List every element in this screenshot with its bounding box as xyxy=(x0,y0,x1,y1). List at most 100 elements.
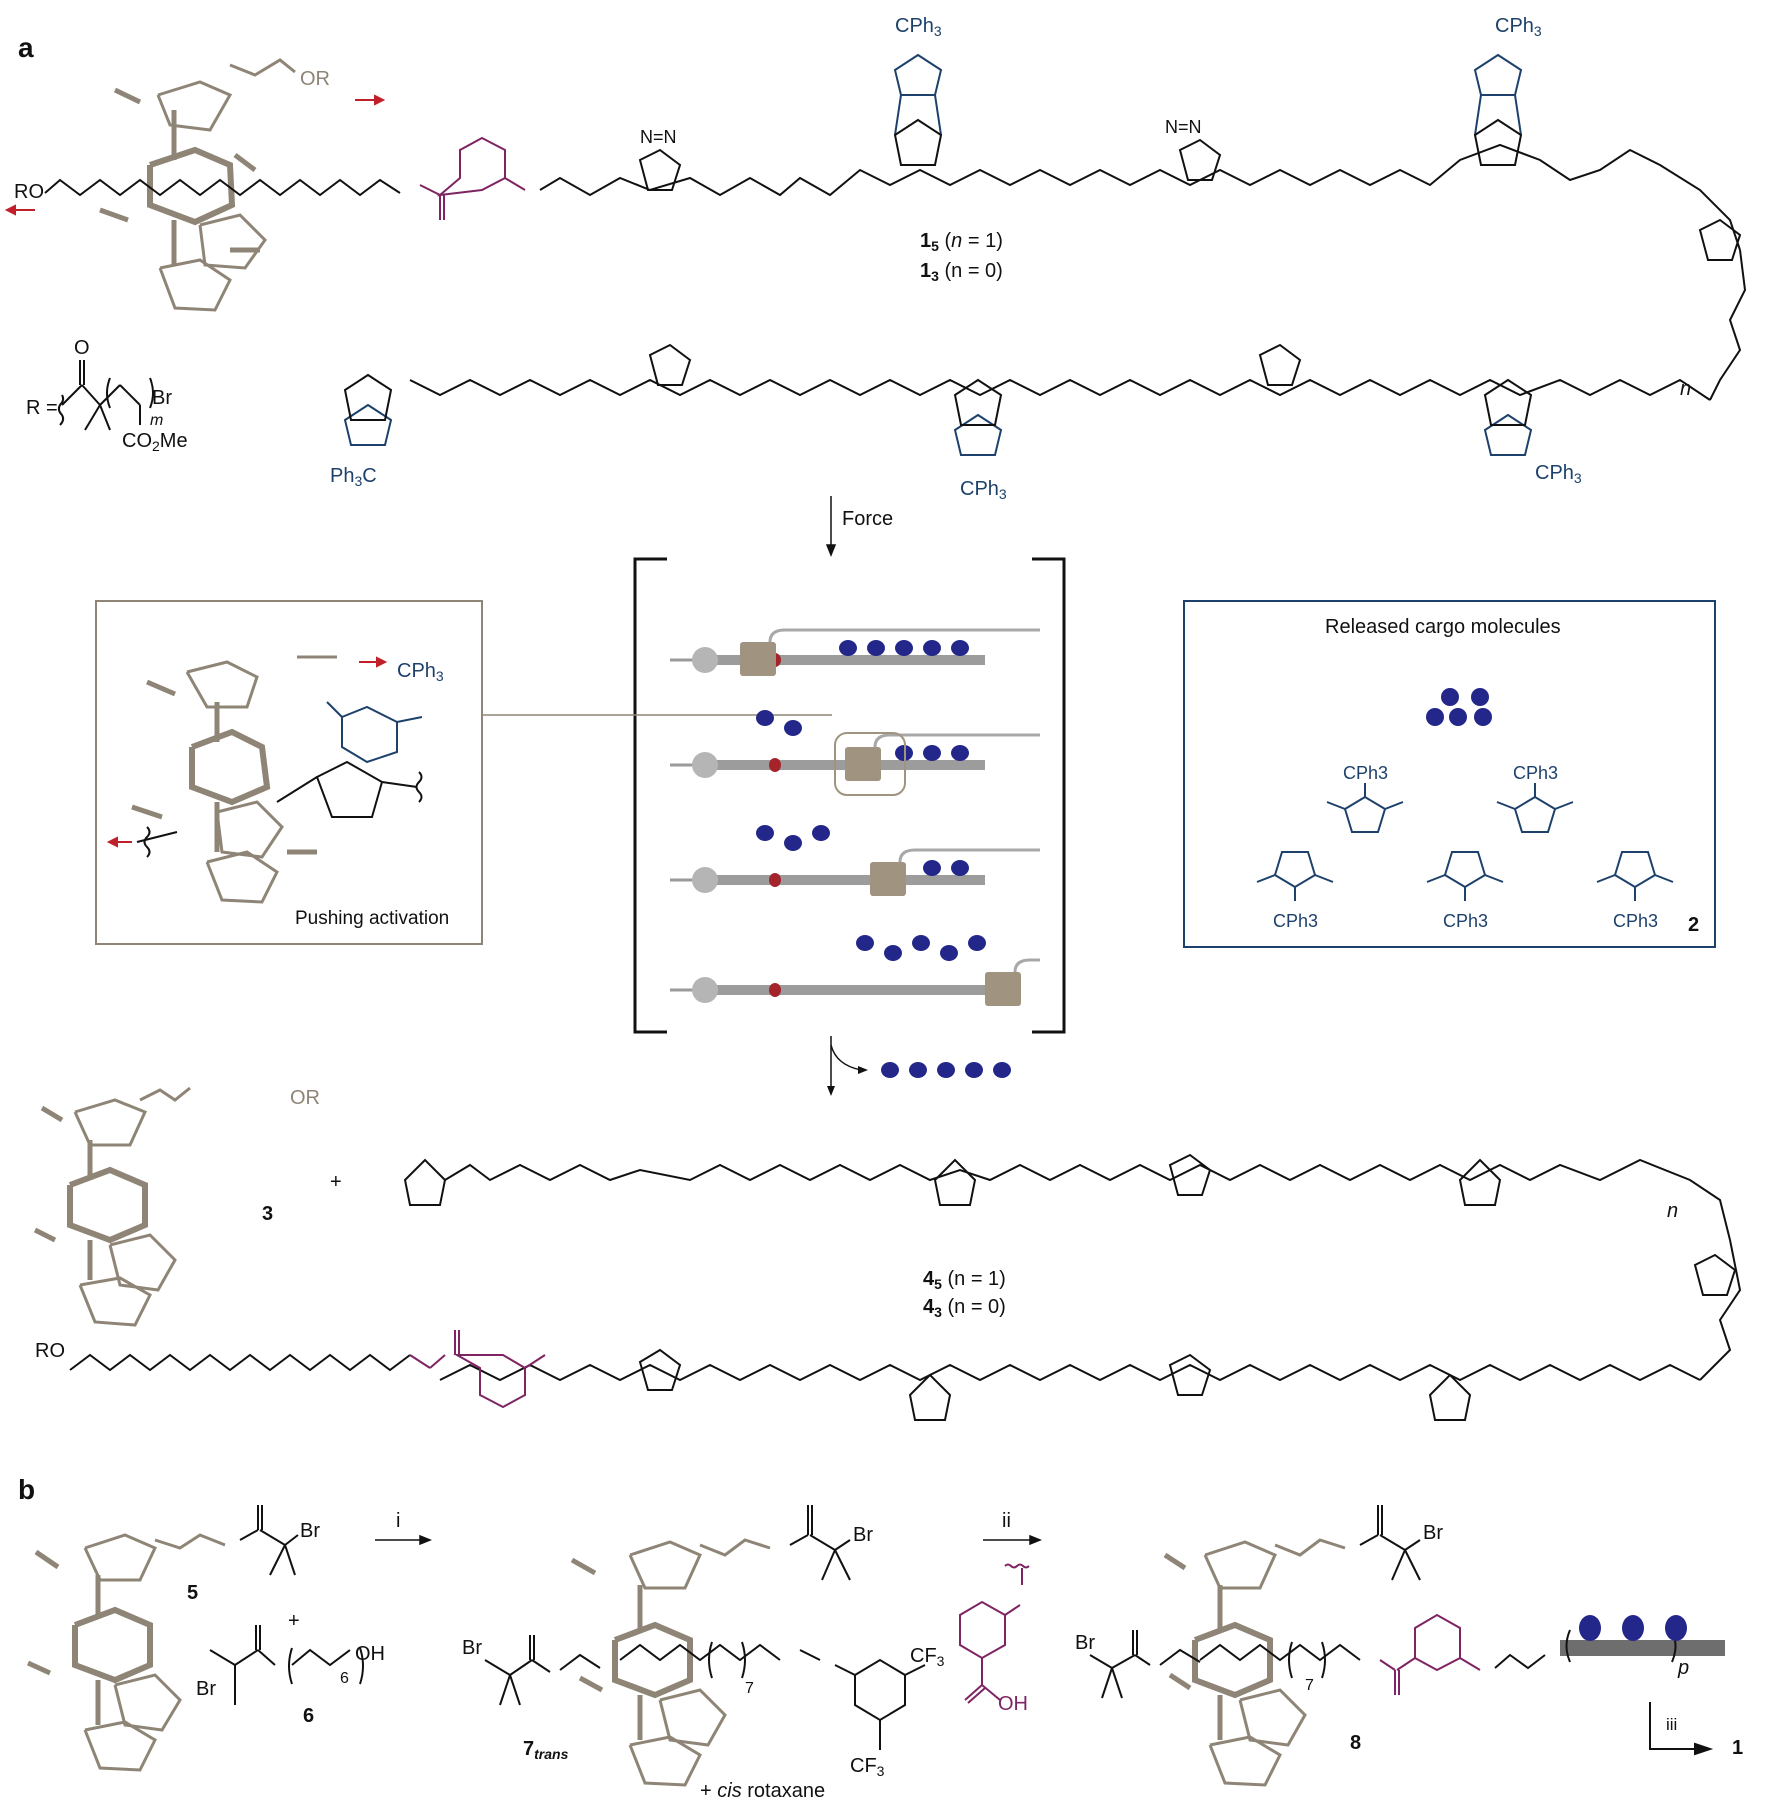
compound-3-label: 3 xyxy=(262,1203,274,1225)
carbonyl-bond xyxy=(1314,874,1334,883)
mechanism-state-3 xyxy=(670,825,1040,896)
pulling-chain xyxy=(1013,958,1040,973)
force-arrow-left xyxy=(4,204,35,216)
maleimide-molecule: CPh3 xyxy=(1256,851,1334,931)
maleimide-molecule: CPh3 xyxy=(1326,763,1404,833)
maleimide-ring xyxy=(1343,795,1387,833)
axle-rod xyxy=(700,875,985,885)
cf3-label: CF3 xyxy=(850,1755,885,1779)
release-arrow-curve-head xyxy=(858,1066,868,1074)
cargo-bead xyxy=(951,745,969,761)
triazole-ring xyxy=(648,343,692,386)
r-group-structure xyxy=(57,360,154,431)
release-arrow-head xyxy=(827,1086,835,1096)
mechanism-state-1 xyxy=(670,628,1040,676)
macrocycle-ring xyxy=(740,642,776,676)
step-label-iii: iii xyxy=(1666,1715,1678,1734)
compound-6-oh: OH xyxy=(355,1643,385,1665)
acid-oh-label: OH xyxy=(998,1693,1028,1715)
release-arrow xyxy=(830,1036,862,1092)
maleimide-ring xyxy=(1513,795,1557,833)
plus-sign: + xyxy=(330,1171,342,1193)
released-cargo-bead xyxy=(856,935,874,951)
compound-6-label: 6 xyxy=(303,1705,315,1727)
cargo-bead xyxy=(839,640,857,656)
axle-chain-bottom xyxy=(409,378,1711,401)
macrocycle-ring xyxy=(870,862,906,896)
inset-cph3-label: CPh3 xyxy=(397,660,444,684)
br-label: Br xyxy=(300,1520,320,1542)
maleimide-ring xyxy=(1613,851,1657,889)
carbonyl-bond xyxy=(1596,874,1616,883)
cargo-bead xyxy=(1449,708,1467,726)
released-cargo-bead xyxy=(968,935,986,951)
carbonyl-bond xyxy=(1654,874,1674,883)
highlight-frame xyxy=(834,732,906,796)
stopper-sphere xyxy=(692,752,718,778)
step-label-i: i xyxy=(396,1510,401,1532)
released-cargo-bead xyxy=(756,825,774,841)
mechanism-state-4 xyxy=(670,935,1040,1006)
axle-chain-left xyxy=(44,178,401,197)
polymer-subscript-p: p xyxy=(1678,1657,1690,1679)
repeat-subscript-n-product: n xyxy=(1667,1200,1679,1222)
mechanism-state-2 xyxy=(670,710,1040,796)
red-stopper-bead xyxy=(769,873,781,887)
compound-8-label: 8 xyxy=(1350,1732,1362,1754)
released-cargo-bead xyxy=(784,720,802,736)
triazole-ring xyxy=(1178,138,1222,181)
released-cargo-bead xyxy=(940,945,958,961)
red-stopper-bead xyxy=(769,758,781,772)
stopper-sphere xyxy=(692,647,718,673)
compound-1-label-n0: 13 (n = 0) xyxy=(920,260,1003,284)
oxanorbornene-imide-3 xyxy=(343,403,393,446)
end-group-top: OR xyxy=(300,68,330,90)
panel-letter-a: a xyxy=(18,32,34,63)
maleimide-molecule: CPh3 xyxy=(1496,763,1574,833)
released-cargo-bead xyxy=(756,710,774,726)
br-label: Br xyxy=(1075,1632,1095,1654)
cph3-text: CPh3 xyxy=(1343,763,1388,783)
released-cargo-bead xyxy=(784,835,802,851)
plus-sign-b: + xyxy=(288,1610,300,1632)
r-group-ester: CO2Me xyxy=(122,430,188,454)
red-stopper-bead xyxy=(769,983,781,997)
triazole-ring xyxy=(1258,343,1302,386)
br-label: Br xyxy=(196,1678,216,1700)
product-end-group-top: OR xyxy=(290,1087,320,1109)
r-group-br: Br xyxy=(152,387,172,409)
carbonyl-bond xyxy=(1496,801,1516,810)
maleimide-molecule: CPh3 xyxy=(1426,851,1504,931)
axle-rod xyxy=(700,655,985,665)
stopper-sphere xyxy=(692,867,718,893)
cis-rotaxane-note: + cis rotaxane xyxy=(700,1780,826,1802)
cph3-text: CPh3 xyxy=(1613,911,1658,931)
mechanism-cartoon xyxy=(660,560,1040,1030)
oxanorbornene-imide-4 xyxy=(953,413,1003,456)
mechanism-bracket xyxy=(633,557,1066,1034)
oxanorbornene-imide-5 xyxy=(1483,413,1533,456)
macrocycle-ring xyxy=(845,747,881,781)
inset-title: Released cargo molecules xyxy=(1325,616,1561,638)
r-group-carbonyl-o: O xyxy=(74,337,90,359)
carbonyl-bond xyxy=(1326,801,1346,810)
force-arrow-right xyxy=(355,94,386,106)
compound-7-label: 7trans xyxy=(523,1738,569,1762)
r-group-subscript-m: m xyxy=(150,412,164,429)
oxanorbornene-imide-2 xyxy=(1473,53,1523,136)
cargo-bead xyxy=(951,640,969,656)
pillararene-macrocycle-top xyxy=(99,58,296,312)
product-end-group-left: RO xyxy=(35,1340,65,1362)
stopper-sphere xyxy=(692,977,718,1003)
cph3-label: CPh3 xyxy=(895,15,942,39)
cargo-bead xyxy=(923,860,941,876)
cargo-bead xyxy=(923,640,941,656)
pulling-chain xyxy=(898,848,1040,863)
oxanorbornene-imide-1 xyxy=(893,53,943,136)
inset-pushing-activation: CPh3 Pushing activation xyxy=(95,600,483,945)
released-cargo-bead xyxy=(812,825,830,841)
released-cargo-bead xyxy=(912,935,930,951)
cargo-bead xyxy=(867,640,885,656)
